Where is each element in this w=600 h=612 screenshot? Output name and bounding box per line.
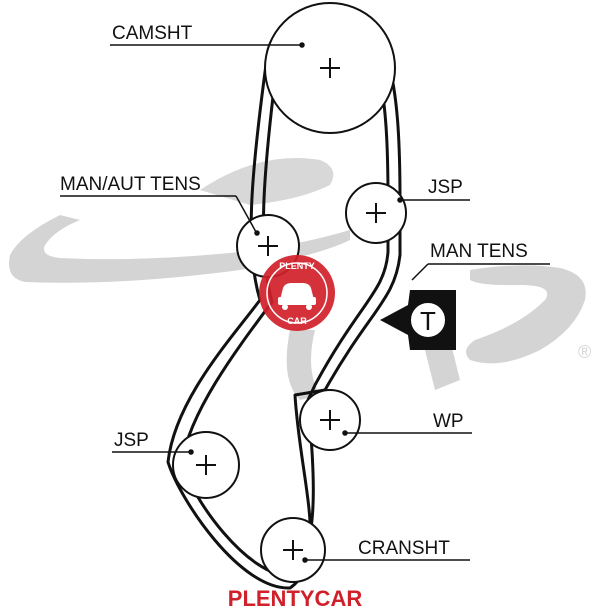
label-man-tens: MAN TENS [430, 241, 528, 262]
label-jsp-upper: JSP [428, 177, 463, 198]
label-jsp-lower: JSP [114, 430, 149, 451]
label-wp: WP [433, 411, 464, 432]
camshaft-pulley [264, 2, 396, 134]
upper-idler-pulley [345, 182, 407, 244]
leader-lines [60, 42, 550, 563]
registered-mark: ® [578, 342, 591, 362]
badge-bottom-text: CAR [287, 316, 307, 326]
footer-brand: PLENTYCAR [228, 586, 363, 611]
belt-outer-edge [166, 8, 402, 590]
water-pump-pulley [299, 389, 361, 451]
lower-idler-pulley [172, 431, 240, 499]
tensioner-tool-icon: T [380, 290, 456, 350]
label-man-aut-tens: MAN/AUT TENS [60, 174, 201, 195]
label-cranksht: CRANSHT [358, 538, 450, 559]
car-icon [278, 283, 316, 310]
crankshaft-pulley [260, 517, 326, 583]
gates-logo-watermark: ® [9, 158, 591, 400]
plentycar-badge: PLENTY CAR [259, 255, 335, 331]
label-camsht: CAMSHT [112, 23, 193, 44]
tensioner-tool-letter: T [420, 306, 436, 336]
badge-top-text: PLENTY [279, 261, 315, 271]
